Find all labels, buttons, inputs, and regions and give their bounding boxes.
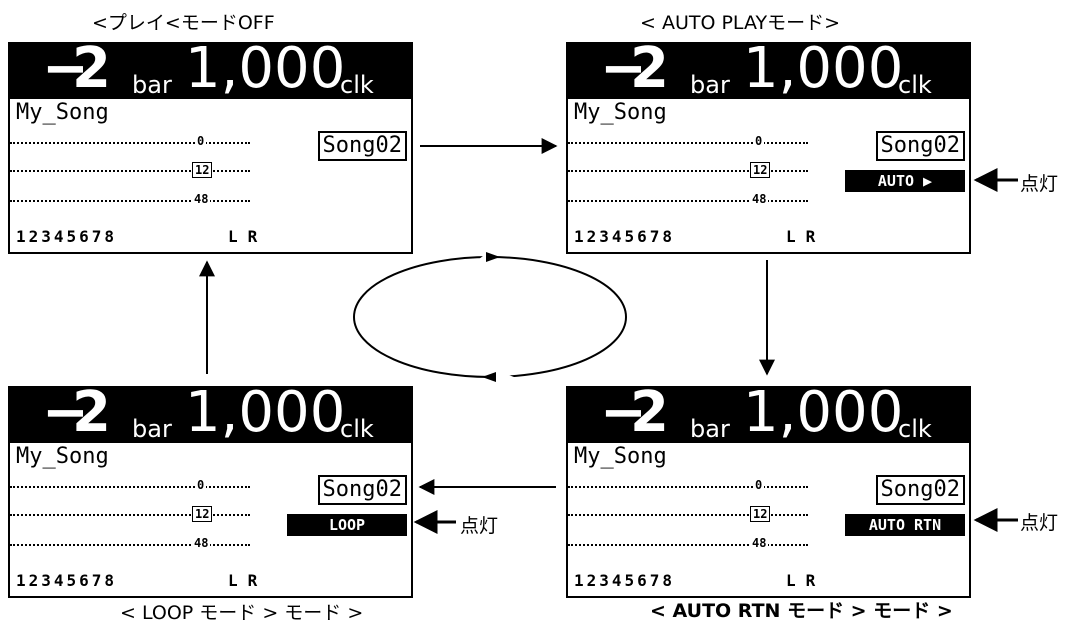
lr-channels: LR xyxy=(228,571,268,590)
channel-numbers: 12345678 xyxy=(16,571,118,590)
meter-label-48: 48 xyxy=(750,536,769,550)
song-id-box: Song02 xyxy=(317,475,407,505)
meter-line xyxy=(568,514,808,516)
mode-indicator-loop: LOOP xyxy=(287,514,407,536)
cycle-arrowhead-bottom xyxy=(482,372,496,382)
clk-value: 1,000 xyxy=(743,36,904,101)
lit-label-auto-play: 点灯 xyxy=(1020,173,1059,195)
channel-numbers: 12345678 xyxy=(574,227,676,246)
clk-unit: clk xyxy=(898,71,932,99)
bar-value: 2 xyxy=(72,380,111,445)
minus-sign: − xyxy=(600,36,647,101)
meter-label-12: 12 xyxy=(192,506,213,522)
song-name: My_Song xyxy=(16,100,109,125)
meter-line xyxy=(10,514,250,516)
lcd-position-bar: − 2 bar 1,000 clk xyxy=(10,380,411,445)
lr-channels: LR xyxy=(786,227,826,246)
clk-value: 1,000 xyxy=(185,380,346,445)
song-id-box: Song02 xyxy=(317,131,407,161)
meter-label-48: 48 xyxy=(192,192,211,206)
meter-line xyxy=(568,170,808,172)
meter-label-48: 48 xyxy=(750,192,769,206)
lcd-position-bar: − 2 bar 1,000 clk xyxy=(10,36,411,101)
channel-numbers: 12345678 xyxy=(16,227,118,246)
meter-label-0: 0 xyxy=(195,134,207,148)
meter-line xyxy=(568,200,808,202)
clk-unit: clk xyxy=(340,415,374,443)
lcd-position-bar: − 2 bar 1,000 clk xyxy=(568,36,969,101)
lcd-position-bar: − 2 bar 1,000 clk xyxy=(568,380,969,445)
song-id-box: Song02 xyxy=(875,475,965,505)
caption-auto-rtn: < AUTO RTN モード > モード > xyxy=(650,600,953,622)
meter-line xyxy=(10,142,250,144)
bar-unit: bar xyxy=(690,415,730,443)
meter-line xyxy=(10,544,250,546)
meter-line xyxy=(568,142,808,144)
meter-label-48: 48 xyxy=(192,536,211,550)
channel-numbers: 12345678 xyxy=(574,571,676,590)
lcd-panel-normal: − 2 bar 1,000 clk My_Song 0 12 48 Song02… xyxy=(8,36,413,254)
lit-label-loop: 点灯 xyxy=(460,515,499,537)
bar-unit: bar xyxy=(690,71,730,99)
caption-auto-play: < AUTO PLAYモード> xyxy=(640,12,840,34)
mode-indicator-auto-rtn: AUTO RTN xyxy=(845,514,965,536)
lcd-panel-loop: − 2 bar 1,000 clk My_Song 0 12 48 Song02… xyxy=(8,380,413,598)
meter-label-12: 12 xyxy=(192,162,213,178)
meter-label-0: 0 xyxy=(753,134,765,148)
lr-channels: LR xyxy=(786,571,826,590)
bar-unit: bar xyxy=(132,71,172,99)
song-name: My_Song xyxy=(574,444,667,469)
meter-label-0: 0 xyxy=(753,478,765,492)
meter-line xyxy=(568,544,808,546)
lr-channels: LR xyxy=(228,227,268,246)
minus-sign: − xyxy=(600,380,647,445)
meter-line xyxy=(568,486,808,488)
meter-line xyxy=(10,486,250,488)
clk-value: 1,000 xyxy=(743,380,904,445)
cycle-ellipse xyxy=(353,256,627,378)
clk-unit: clk xyxy=(898,415,932,443)
lcd-panel-auto-play: − 2 bar 1,000 clk My_Song 0 12 48 Song02… xyxy=(566,36,971,254)
bar-value: 2 xyxy=(72,36,111,101)
minus-sign: − xyxy=(42,380,89,445)
bar-value: 2 xyxy=(630,380,669,445)
song-name: My_Song xyxy=(16,444,109,469)
mode-indicator-auto-play: AUTO ▶ xyxy=(845,170,965,192)
minus-sign: − xyxy=(42,36,89,101)
caption-play-off: <プレイ<モードOFF xyxy=(92,12,275,34)
song-name: My_Song xyxy=(574,100,667,125)
meter-line xyxy=(10,170,250,172)
meter-label-12: 12 xyxy=(750,506,771,522)
clk-value: 1,000 xyxy=(185,36,346,101)
bar-unit: bar xyxy=(132,415,172,443)
lit-label-auto-rtn: 点灯 xyxy=(1020,512,1059,534)
meter-line xyxy=(10,200,250,202)
clk-unit: clk xyxy=(340,71,374,99)
meter-label-0: 0 xyxy=(195,478,207,492)
bar-value: 2 xyxy=(630,36,669,101)
caption-loop: < LOOP モード > モード > xyxy=(120,602,364,624)
lcd-panel-auto-rtn: − 2 bar 1,000 clk My_Song 0 12 48 Song02… xyxy=(566,380,971,598)
song-id-box: Song02 xyxy=(875,131,965,161)
cycle-arrowhead-top xyxy=(486,252,500,262)
meter-label-12: 12 xyxy=(750,162,771,178)
